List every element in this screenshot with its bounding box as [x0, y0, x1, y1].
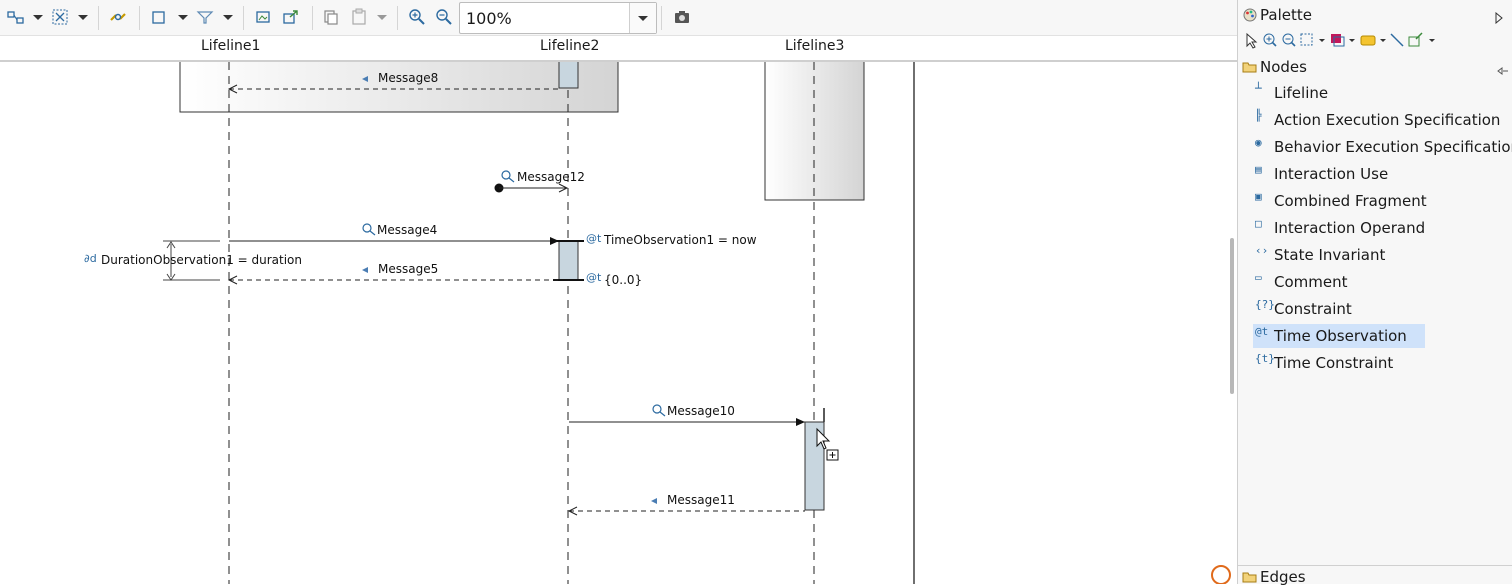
lifeline-icon: ┴: [1255, 82, 1262, 95]
execution-specification: [558, 62, 579, 89]
palette-item[interactable]: {t}Time Constraint: [1253, 351, 1511, 375]
palette-item-label: Interaction Operand: [1274, 219, 1426, 237]
zoom-in-icon[interactable]: [407, 7, 427, 27]
palette-item-label: Time Observation: [1274, 327, 1407, 345]
palette-item[interactable]: ▤ Interaction Use: [1253, 162, 1511, 186]
message5-arrowhead: [227, 275, 238, 285]
interaction-use-icon: ▤: [1255, 163, 1262, 176]
palette-item-label: Constraint: [1274, 300, 1352, 318]
palette-icon: [1243, 7, 1257, 26]
palette-item-label: Behavior Execution Specification: [1274, 138, 1512, 156]
zoom-combo[interactable]: 100%: [459, 2, 657, 34]
copy-format-icon[interactable]: [321, 7, 341, 27]
message8-arrowhead: [227, 84, 238, 94]
time-observation-label[interactable]: TimeObservation1 = now: [604, 233, 757, 247]
message10-arrowhead: [796, 418, 805, 426]
palette-item-label: Lifeline: [1274, 84, 1329, 102]
palette-panel: Palette Nodes ┴ Lifeline ╠ Action Execution…: [1237, 0, 1512, 588]
arrange-all-icon[interactable]: [6, 7, 26, 27]
duration-observation-icon: ∂d: [84, 252, 97, 265]
palette-item[interactable]: @t Time Observation: [1253, 324, 1425, 348]
time-constraint-icon: {t}: [1255, 352, 1275, 365]
message4-label[interactable]: Message4: [377, 223, 438, 237]
lifeline2-title[interactable]: Lifeline2: [540, 38, 600, 54]
message12-label[interactable]: Message12: [517, 170, 585, 184]
select-all-icon[interactable]: [50, 7, 70, 27]
palette-item[interactable]: ┴ Lifeline: [1253, 81, 1511, 105]
dropdown-icon[interactable]: [218, 7, 233, 27]
palette-tools: [1244, 31, 1444, 51]
time-observation-icon: @t: [586, 232, 602, 245]
lifeline-header-row: Lifeline1 Lifeline2 Lifeline3: [0, 36, 1238, 62]
palette-item[interactable]: ▭ Comment: [1253, 270, 1511, 294]
message11-arrowhead: [567, 506, 578, 516]
combined-fragment-icon: ▣: [1255, 190, 1262, 203]
palette-item-label: Interaction Use: [1274, 165, 1389, 183]
pin-icon[interactable]: [1497, 61, 1509, 80]
palette-item[interactable]: {?}Constraint: [1253, 297, 1511, 321]
dropdown-icon[interactable]: [73, 7, 88, 27]
state-invariant-icon: ‹›: [1255, 244, 1269, 257]
dropdown-icon[interactable]: [28, 7, 43, 27]
message10-label[interactable]: Message10: [667, 404, 735, 418]
palette-item[interactable]: ‹› State Invariant: [1253, 243, 1511, 267]
folder-icon: [1242, 569, 1258, 588]
time-constraint-label[interactable]: {0..0}: [604, 273, 643, 287]
palette-item-label: Time Constraint: [1274, 354, 1394, 372]
message8-label[interactable]: Message8: [378, 71, 439, 85]
drawer-nodes[interactable]: Nodes: [1238, 55, 1512, 79]
vertical-scrollbar[interactable]: [1230, 238, 1234, 394]
chevron-down-icon[interactable]: [629, 3, 656, 33]
palette-item[interactable]: ◉ Behavior Execution Specification: [1253, 135, 1512, 159]
dropdown-icon[interactable]: [372, 7, 387, 27]
message11-label[interactable]: Message11: [667, 493, 735, 507]
palette-item-label: Combined Fragment: [1274, 192, 1427, 210]
diagram-toolbar: 100%: [0, 0, 1238, 36]
time-constraint-icon: @t: [586, 271, 602, 284]
time-observation-icon: @t: [1255, 325, 1269, 338]
export-icon[interactable]: [281, 7, 301, 27]
camera-icon[interactable]: [672, 7, 692, 27]
palette-item-label: Action Execution Specification: [1274, 111, 1501, 129]
message5-label[interactable]: Message5: [378, 262, 439, 276]
filter-icon[interactable]: [195, 7, 215, 27]
lifeline1-title[interactable]: Lifeline1: [201, 38, 261, 54]
collapse-palette-icon[interactable]: [1494, 9, 1504, 28]
behavior-execution-icon: ◉: [1255, 136, 1262, 149]
palette-item[interactable]: □ Interaction Operand: [1253, 216, 1511, 240]
palette-item-label: State Invariant: [1274, 246, 1386, 264]
image-icon[interactable]: [253, 7, 273, 27]
palette-item[interactable]: ╠ Action Execution Specification: [1253, 108, 1511, 132]
drawer-nodes-label[interactable]: Nodes: [1260, 58, 1307, 76]
drawer-edges[interactable]: Edges: [1238, 565, 1512, 588]
palette-item-label: Comment: [1274, 273, 1348, 291]
constraint-icon: {?}: [1255, 298, 1275, 311]
shape-icon[interactable]: [149, 7, 169, 27]
palette-item[interactable]: ▣ Combined Fragment: [1253, 189, 1511, 213]
zoom-out-icon[interactable]: [434, 7, 454, 27]
lifeline3-title[interactable]: Lifeline3: [785, 38, 845, 54]
mouse-cursor-icon: [816, 427, 831, 450]
zoom-value[interactable]: 100%: [466, 9, 512, 28]
dropdown-icon[interactable]: [173, 7, 188, 27]
interaction-operand-icon: □: [1255, 217, 1262, 230]
diagram-drawing: [163, 62, 1231, 584]
combined-fragment: [179, 62, 619, 113]
message12-arrowhead: [558, 183, 569, 193]
router-icon[interactable]: [108, 7, 128, 27]
folder-open-icon: [1242, 59, 1258, 78]
problem-marker-icon: [1211, 565, 1231, 584]
comment-icon: ▭: [1255, 271, 1262, 284]
diagram-canvas[interactable]: Message8 Message12 Message4 Message5 Mes…: [0, 62, 1236, 584]
action-execution-icon: ╠: [1255, 109, 1262, 122]
duration-observation-label[interactable]: DurationObservation1 = duration: [101, 253, 303, 267]
message-sync-icon: [362, 170, 666, 417]
palette-title: Palette: [1260, 6, 1312, 24]
paste-format-icon[interactable]: [349, 7, 369, 27]
drawer-edges-label[interactable]: Edges: [1260, 568, 1306, 586]
execution-specification-2: [558, 240, 579, 281]
